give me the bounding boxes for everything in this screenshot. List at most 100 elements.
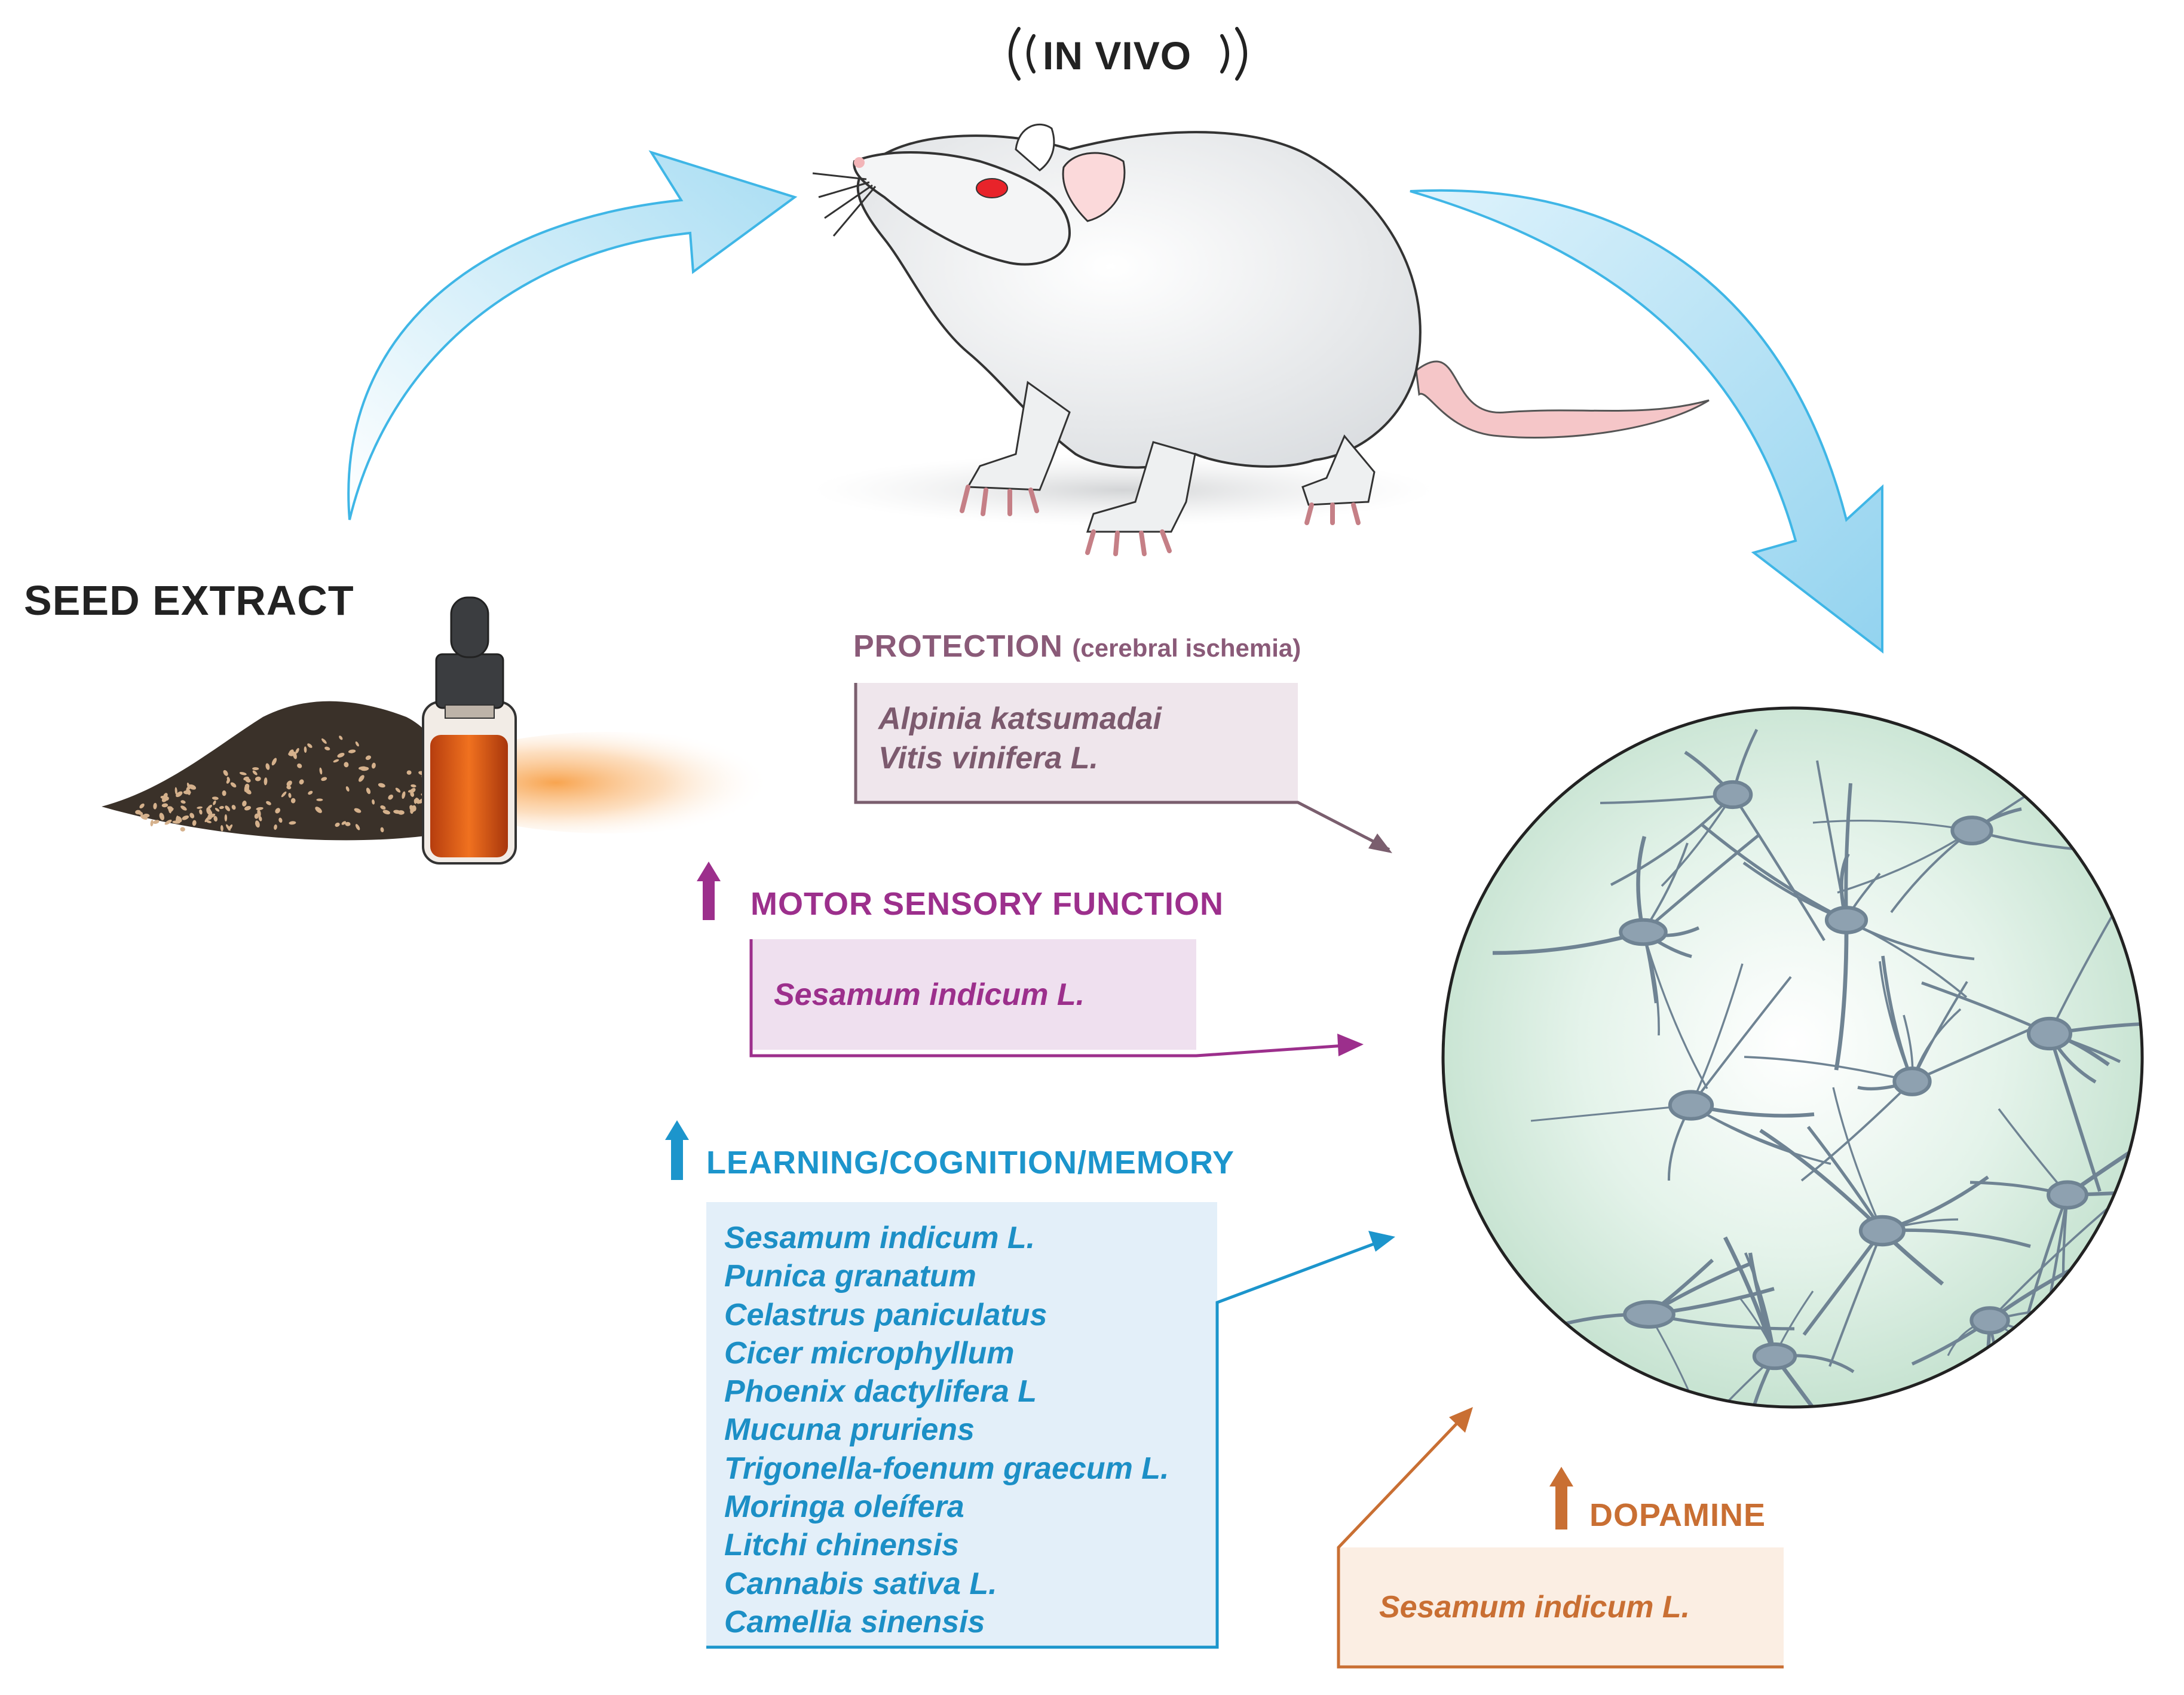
seed-speck (230, 782, 237, 787)
neuron-network-icon (1441, 706, 2144, 1409)
seed-speck (135, 810, 141, 815)
motor-connector (749, 939, 1364, 1058)
seed-speck (244, 805, 252, 811)
seed-speck (255, 820, 260, 828)
neuron (1701, 760, 1975, 1071)
seed-speck (252, 767, 259, 771)
seed-speck (239, 772, 247, 776)
dendrite (1879, 961, 1913, 1082)
soma (1950, 816, 1993, 845)
motor-heading: MOTOR SENSORY FUNCTION (751, 886, 1224, 922)
seed-speck (271, 758, 277, 766)
seed-speck (289, 821, 296, 825)
seed-speck (307, 743, 313, 748)
seed-speck (243, 776, 249, 781)
seed-speck (212, 796, 219, 800)
seed-speck (206, 820, 212, 823)
seed-speck (199, 809, 203, 815)
seed-speck (258, 816, 262, 822)
dendrite (1844, 783, 1852, 921)
seed-speck (344, 762, 349, 768)
dendrite (1959, 1320, 1992, 1407)
seed-speck (256, 807, 264, 811)
list-item: Mucuna pruriens (724, 1412, 975, 1448)
seed-speck (255, 776, 261, 781)
seed-speck (393, 810, 401, 814)
neuron (1744, 955, 2045, 1182)
list-item: Litchi chinensis (724, 1528, 959, 1563)
seed-speck (315, 807, 322, 813)
dendrite (1723, 1236, 1777, 1357)
dendrite (1701, 823, 1848, 922)
seed-speck (183, 790, 191, 795)
neuron (1759, 1087, 2031, 1367)
list-item: Trigonella-foenum graecum L. (724, 1451, 1169, 1486)
seed-speck (275, 808, 281, 814)
protection-heading: PROTECTION (cerebral ischemia) (853, 629, 1301, 664)
seed-speck (180, 805, 187, 811)
dendrite (1812, 819, 1972, 832)
list-item: Phoenix dactylifera L (724, 1374, 1037, 1409)
seed-speck (197, 806, 203, 809)
seed-speck (153, 802, 157, 810)
dopamine-heading: DOPAMINE (1589, 1497, 1766, 1533)
seed-speck (264, 777, 268, 786)
seed-speck (278, 817, 283, 823)
seed-speck (139, 803, 145, 809)
seed-speck (319, 767, 323, 775)
seed-speck (222, 790, 226, 796)
seed-speck (380, 827, 384, 833)
list-item: Camellia sinensis (724, 1604, 985, 1639)
seed-speck (321, 777, 327, 781)
seed-speck (150, 820, 154, 827)
seed-speck (335, 822, 340, 827)
dopamine-connector (1337, 1407, 1784, 1669)
neuron (1530, 963, 1831, 1181)
neuron (1600, 728, 1825, 942)
protection-species-list: Alpinia katsumadai Vitis vinifera L. (878, 699, 1162, 778)
neuron (1492, 834, 1760, 1089)
seed-extract-label: SEED EXTRACT (24, 577, 354, 624)
seed-speck (345, 822, 351, 826)
seed-speck (371, 762, 376, 769)
neuron (1921, 884, 2142, 1192)
seed-speck (333, 759, 339, 763)
soma (1623, 1300, 1675, 1329)
motor-species-list: Sesamum indicum L. (774, 977, 1085, 1013)
seed-speck (192, 820, 197, 826)
seed-speck (365, 755, 371, 760)
dendrite (2067, 1184, 2142, 1197)
seed-speck (223, 770, 228, 776)
protection-connector (854, 683, 1392, 853)
seed-speck (231, 805, 236, 810)
seed-speck (143, 813, 150, 818)
dendrite (1690, 976, 1792, 1106)
soma (1619, 918, 1668, 946)
list-item: Alpinia katsumadai (878, 701, 1162, 736)
seed-speck (388, 794, 393, 800)
seed-speck (164, 819, 172, 825)
neuron (1551, 1258, 1795, 1407)
dendrite (2048, 1033, 2102, 1192)
up-arrow-icon (1549, 1467, 1573, 1530)
dendrite (1690, 963, 1744, 1106)
seed-speck (402, 791, 406, 799)
seed-speck (245, 789, 252, 795)
seed-speck (380, 805, 386, 810)
seed-speck (180, 827, 185, 832)
seed-speck (297, 763, 302, 768)
seed-speck (188, 784, 197, 790)
seed-speck (252, 770, 258, 776)
seed-speck (180, 800, 186, 804)
learning-connector (706, 1202, 1395, 1649)
seed-speck (415, 798, 420, 804)
curved-arrow-right-icon (1410, 189, 1883, 654)
seed-speck (206, 807, 212, 816)
seed-speck (274, 824, 277, 830)
seed-speck (224, 814, 228, 822)
dendrite (1642, 834, 1760, 933)
dendrite (1732, 793, 1825, 942)
seed-speck (378, 783, 385, 788)
seed-speck (242, 801, 247, 807)
